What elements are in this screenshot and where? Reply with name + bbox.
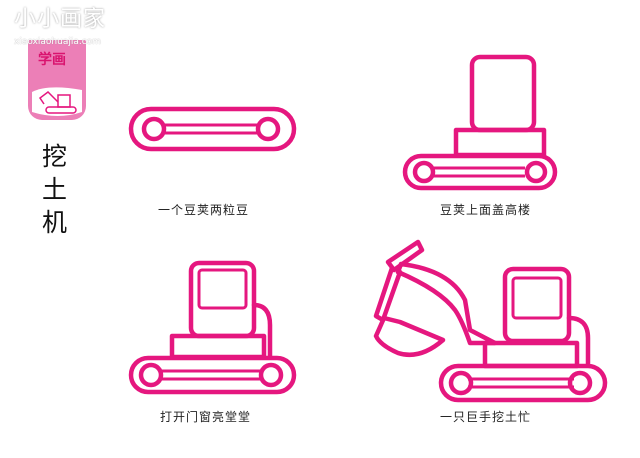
step-3-cab-drawing	[128, 260, 297, 395]
logo-badge	[28, 40, 86, 120]
logo-url-text: xiaoxiaohuajia.com	[14, 37, 101, 47]
excavator-logo-icon	[32, 87, 82, 116]
step-2-body-drawing	[402, 54, 558, 191]
step-3-caption: 打开门窗亮堂堂	[160, 410, 252, 424]
step-4-caption: 一只巨手挖土忙	[440, 410, 532, 424]
step-2-caption: 豆荚上面盖高楼	[440, 203, 532, 217]
step-4-excavator-drawing	[373, 239, 608, 403]
page-title: 挖土机	[42, 142, 68, 237]
logo-badge-text: 学画	[38, 52, 66, 68]
logo-brand-text: 小小画家	[14, 7, 107, 32]
step-1-caption: 一个豆荚两粒豆	[158, 203, 250, 217]
step-1-track-drawing	[128, 106, 297, 152]
